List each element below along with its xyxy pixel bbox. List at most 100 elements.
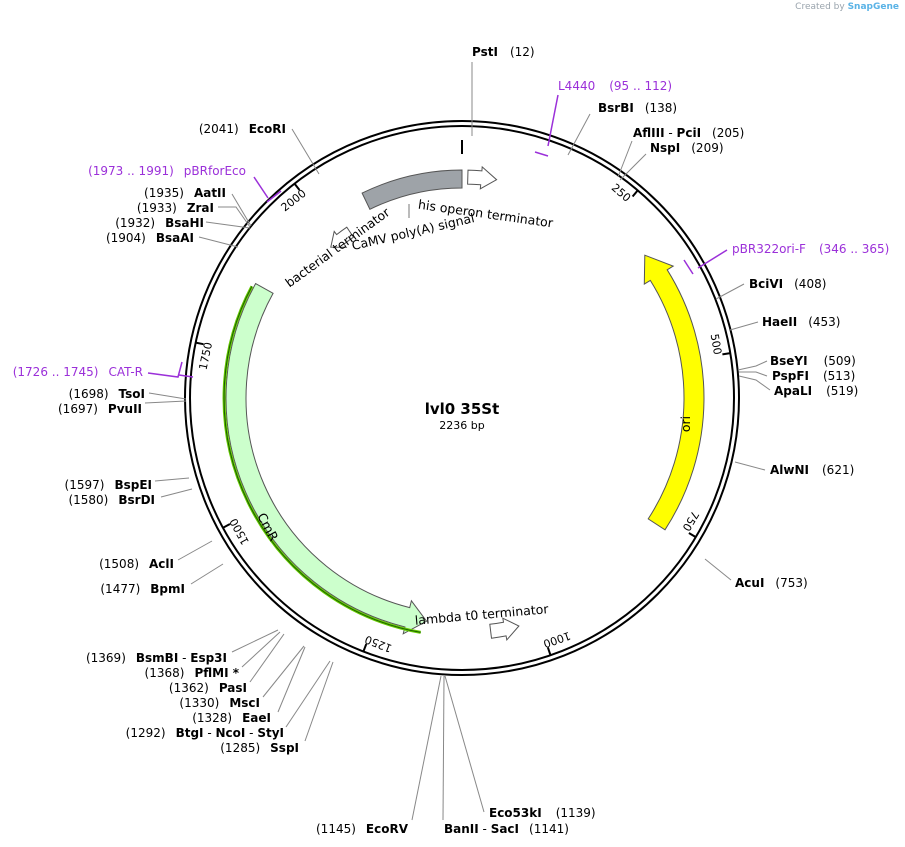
leader-eaei	[277, 646, 306, 713]
leader-bsaai	[198, 236, 239, 248]
leader-bsahi	[205, 221, 251, 229]
primer-mark-l4440	[534, 151, 549, 157]
backbone-inner-ring	[189, 125, 735, 671]
tick-label: 1250	[363, 633, 394, 655]
leader-ecori	[291, 128, 320, 175]
tick-label: 1000	[542, 629, 573, 650]
site-bsaai[interactable]: (1904)BsaAI	[106, 231, 194, 245]
site-banii-saci[interactable]: BanII - SacI(1141)	[444, 822, 569, 836]
tick-mark	[195, 341, 204, 346]
leader-pflmi	[241, 631, 281, 668]
tick-mark	[722, 352, 731, 356]
site-haeii[interactable]: HaeII(453)	[762, 315, 841, 329]
bacterial-terminator-arrow[interactable]	[330, 226, 355, 248]
site-bpmi[interactable]: (1477)BpmI	[100, 582, 185, 596]
site-tsoi[interactable]: (1698)TsoI	[69, 387, 145, 401]
site-eaei[interactable]: (1328)EaeI	[192, 711, 271, 725]
site-bspei[interactable]: (1597)BspEI	[65, 478, 152, 492]
leader-pvuii	[144, 400, 187, 404]
site-nspi[interactable]: NspI(209)	[650, 141, 724, 155]
tick-mark	[222, 523, 231, 529]
restriction-sites: PstI(12) BsrBI(138) AflIII - PciI(205) N…	[58, 45, 858, 836]
primer-cat-r[interactable]: (1726 .. 1745)CAT-R	[13, 365, 143, 379]
leader-pspfi	[739, 371, 768, 377]
leader-aatii	[231, 193, 252, 227]
primer-leader-cat-r	[147, 361, 183, 378]
primer-pbrforeco[interactable]: (1973 .. 1991)pBRforEco	[88, 164, 246, 178]
site-pflmi[interactable]: (1368)PflMI *	[145, 666, 240, 680]
leader-alwni	[734, 461, 766, 471]
site-bseyi[interactable]: BseYI(509)	[770, 354, 856, 368]
site-ecorv[interactable]: (1145)EcoRV	[316, 822, 409, 836]
leader-bspei	[154, 477, 190, 482]
primer-leader-pbr322ori	[697, 249, 728, 269]
ori-label: ori	[678, 416, 693, 432]
tick-label: 500	[708, 333, 724, 356]
site-eco53ki[interactable]: Eco53kI(1139)	[489, 806, 596, 820]
site-pasi[interactable]: (1362)PasI	[169, 681, 247, 695]
leader-bpmi	[190, 563, 224, 585]
leader-pasi	[249, 633, 285, 683]
lambda-terminator-label: lambda t0 terminator	[414, 601, 550, 628]
leader-bsrdi	[160, 488, 193, 498]
site-alwni[interactable]: AlwNI(621)	[770, 463, 854, 477]
tick-label: 750	[680, 509, 702, 534]
primer-l4440[interactable]: L4440(95 .. 112)	[558, 79, 672, 93]
tick-mark	[362, 643, 368, 652]
site-pvuii[interactable]: (1697)PvuII	[58, 402, 142, 416]
leader-banii	[442, 675, 445, 821]
primers: L4440(95 .. 112) pBR322ori-F(346 .. 365)…	[13, 79, 890, 379]
his-terminator-arrow[interactable]	[467, 165, 498, 190]
primer-leader-pbrforeco	[253, 176, 269, 199]
site-acui[interactable]: AcuI(753)	[735, 576, 808, 590]
site-sspi[interactable]: (1285)SspI	[220, 741, 299, 755]
leader-bsrbi	[567, 113, 591, 156]
primer-leader-l4440	[547, 94, 559, 147]
leader-btgi	[285, 660, 331, 728]
credit-prefix: Created by	[795, 2, 845, 12]
leader-eco53ki	[444, 675, 485, 813]
primer-pbr322ori-f[interactable]: pBR322ori-F(346 .. 365)	[732, 242, 889, 256]
site-msci[interactable]: (1330)MscI	[179, 696, 260, 710]
backbone	[184, 120, 740, 676]
site-bsmbi-esp3i[interactable]: (1369)BsmBI - Esp3I	[86, 651, 227, 665]
site-zrai[interactable]: (1933)ZraI	[137, 201, 214, 215]
tick-label: 1750	[197, 341, 215, 371]
backbone-outer-ring	[184, 120, 740, 676]
snapgene-credit: Created by SnapGene	[795, 2, 899, 12]
plasmid-size: 2236 bp	[439, 419, 484, 432]
site-btgi-ncoi-styi[interactable]: (1292)BtgI - NcoI - StyI	[126, 726, 284, 740]
site-bsrbi[interactable]: BsrBI(138)	[598, 101, 677, 115]
leader-nspi	[619, 153, 647, 181]
site-bsrdi[interactable]: (1580)BsrDI	[68, 493, 155, 507]
site-leader-lines	[144, 62, 771, 821]
leader-zrai	[218, 206, 251, 228]
primer-mark-cat-r	[178, 374, 194, 378]
site-bcivi[interactable]: BciVI(408)	[749, 277, 826, 291]
leader-tsoi	[148, 392, 187, 400]
leader-bseyi	[737, 360, 768, 371]
leader-acui	[704, 558, 732, 581]
site-acli[interactable]: (1508)AclI	[99, 557, 174, 571]
lambda-terminator-arrow[interactable]	[489, 617, 520, 642]
snapgene-logo: SnapGene	[847, 2, 899, 12]
leader-bsmbi	[231, 629, 279, 653]
tick-mark	[293, 183, 301, 191]
leader-sspi	[304, 661, 334, 742]
leader-ecorv	[411, 675, 442, 821]
site-ecori[interactable]: (2041)EcoRI	[199, 122, 286, 136]
tick-mark	[546, 647, 552, 656]
ori-arrow[interactable]	[643, 254, 705, 531]
site-bsahi[interactable]: (1932)BsaHI	[115, 216, 204, 230]
site-apali[interactable]: ApaLI(519)	[774, 384, 858, 398]
primer-mark-pbr322ori	[683, 259, 694, 275]
cmr-arrow[interactable]	[225, 282, 428, 635]
primer-mark-pbrforeco	[266, 190, 282, 203]
site-afliii-pcii[interactable]: AflIII - PciI(205)	[633, 126, 744, 140]
site-pspfi[interactable]: PspFI(513)	[772, 369, 855, 383]
leader-haeii	[729, 321, 759, 331]
site-aatii[interactable]: (1935)AatII	[144, 186, 226, 200]
site-psti[interactable]: PstI(12)	[472, 45, 535, 59]
camv-polya-arc[interactable]	[361, 169, 463, 210]
